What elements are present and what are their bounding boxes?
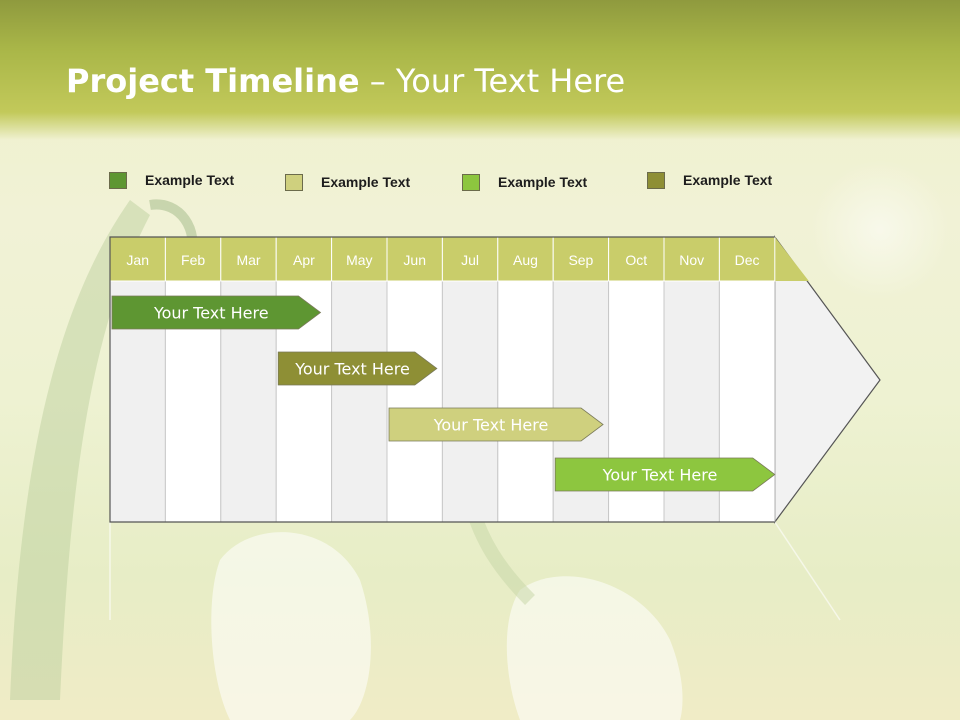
legend-label: Example Text [683,172,773,188]
month-label: Nov [679,252,704,268]
month-header-cell [552,236,610,282]
month-header-cell [109,236,166,282]
page-title: Project Timeline – Your Text Here [66,60,625,102]
legend-swatch [647,171,665,189]
reflection-line [774,521,841,621]
month-header-cell [164,236,222,282]
month-header-cell [497,236,554,282]
month-label: Aug [513,252,538,268]
legend-item: Example Text [109,170,234,190]
legend-label: Example Text [498,174,588,190]
month-label: Sep [568,252,593,268]
month-header-cell [220,236,277,282]
month-header-cell [331,236,388,282]
title-subtitle: Your Text Here [395,62,626,100]
timeline-bar [554,457,776,492]
legend-swatch [462,173,480,191]
month-column [497,280,554,523]
month-label: Oct [625,252,647,268]
legend-label: Example Text [321,174,411,190]
title-dash: – [359,62,396,100]
timeline-bar [111,295,322,330]
month-header-cell [663,236,720,282]
legend-item: Example Text [285,172,410,192]
month-label: Jun [403,252,426,268]
month-label: Jul [461,252,479,268]
legend-item: Example Text [647,170,772,190]
timeline-bar [388,407,604,442]
timeline-bar-label: Your Text Here [602,466,718,485]
month-header-cell [386,236,443,282]
month-header-cell [441,236,499,282]
month-header-cell [275,236,333,282]
timeline-bar-label: Your Text Here [153,304,269,323]
month-label: May [346,252,372,268]
timeline-bar-label: Your Text Here [294,360,410,379]
month-column [386,280,443,523]
legend-swatch [109,171,127,189]
month-label: Feb [181,252,205,268]
header-band [0,0,960,140]
month-column [441,280,499,523]
month-label: Apr [293,252,315,268]
month-label: Jan [126,252,149,268]
timeline-bar [277,351,438,386]
timeline-outline [109,236,775,523]
timeline-arrow-header-corner [774,237,809,281]
legend-swatch [285,173,303,191]
legend-label: Example Text [145,172,235,188]
month-column [331,280,388,523]
title-main: Project Timeline [66,62,360,100]
month-label: Dec [735,252,760,268]
legend-item: Example Text [462,172,587,192]
month-label: Mar [236,252,260,268]
month-header-cell [718,236,776,282]
timeline-bar-label: Your Text Here [433,416,549,435]
